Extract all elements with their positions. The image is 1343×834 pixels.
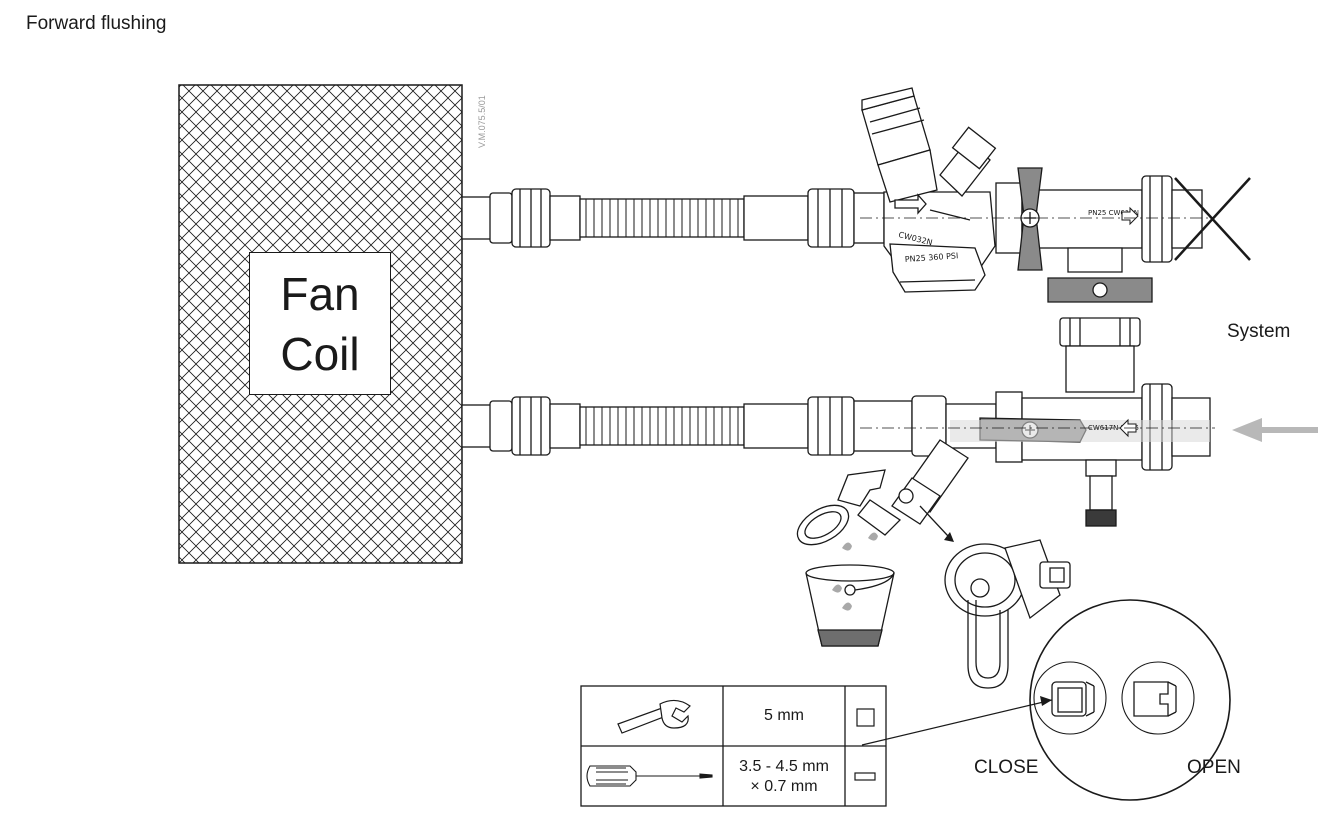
system-label: System <box>1227 321 1291 342</box>
drain-valve-detail <box>944 539 1071 689</box>
close-position-icon <box>1051 681 1095 717</box>
square-slot-icon <box>856 708 875 727</box>
valve-marking-pn: PN25 360 PSI <box>905 251 959 264</box>
screwdriver-icon <box>586 765 713 787</box>
fan-coil-label-line1: Fan <box>280 267 360 320</box>
blocked-x-mark <box>1174 177 1251 261</box>
wrench-size: 5 mm <box>764 707 804 724</box>
upper-ball-valve <box>995 167 1203 271</box>
page-title: Forward flushing <box>26 13 167 34</box>
pointer-arrowhead <box>1040 696 1052 706</box>
open-label: OPEN <box>1187 757 1241 778</box>
balancing-valve <box>861 87 997 293</box>
detail-arrow-line <box>919 505 949 537</box>
pointer-line <box>861 699 1053 746</box>
bucket <box>805 564 895 647</box>
upper-tee-marking: PN25 CW617N <box>1088 209 1139 217</box>
drain-valve <box>796 439 969 546</box>
lower-ball-valve <box>979 383 1211 527</box>
flow-highlight <box>950 420 1210 442</box>
upper-flow-arrow <box>1121 206 1139 226</box>
fan-coil-label-box: Fan Coil <box>249 252 391 395</box>
upper-hose-ribs <box>585 199 739 237</box>
close-open-detail-circle <box>1029 599 1231 801</box>
wrench-icon <box>617 699 691 734</box>
tools-table <box>580 685 887 807</box>
screwdriver-size-line2: × 0.7 mm <box>750 778 818 795</box>
fan-coil-label-line2: Coil <box>280 327 360 380</box>
open-position-icon <box>1133 681 1177 717</box>
flat-slot-icon <box>854 772 876 781</box>
system-flow-arrow <box>1232 418 1318 442</box>
screwdriver-size-line1: 3.5 - 4.5 mm <box>739 758 829 775</box>
upper-pipe-line <box>461 188 885 248</box>
lower-pipe-line <box>461 395 997 457</box>
document-code: V.M.075.5/01 <box>477 95 487 148</box>
vertical-riser <box>1047 247 1153 393</box>
detail-arrow-head <box>944 532 954 542</box>
close-label: CLOSE <box>974 757 1039 778</box>
lower-hose-ribs <box>585 407 739 445</box>
